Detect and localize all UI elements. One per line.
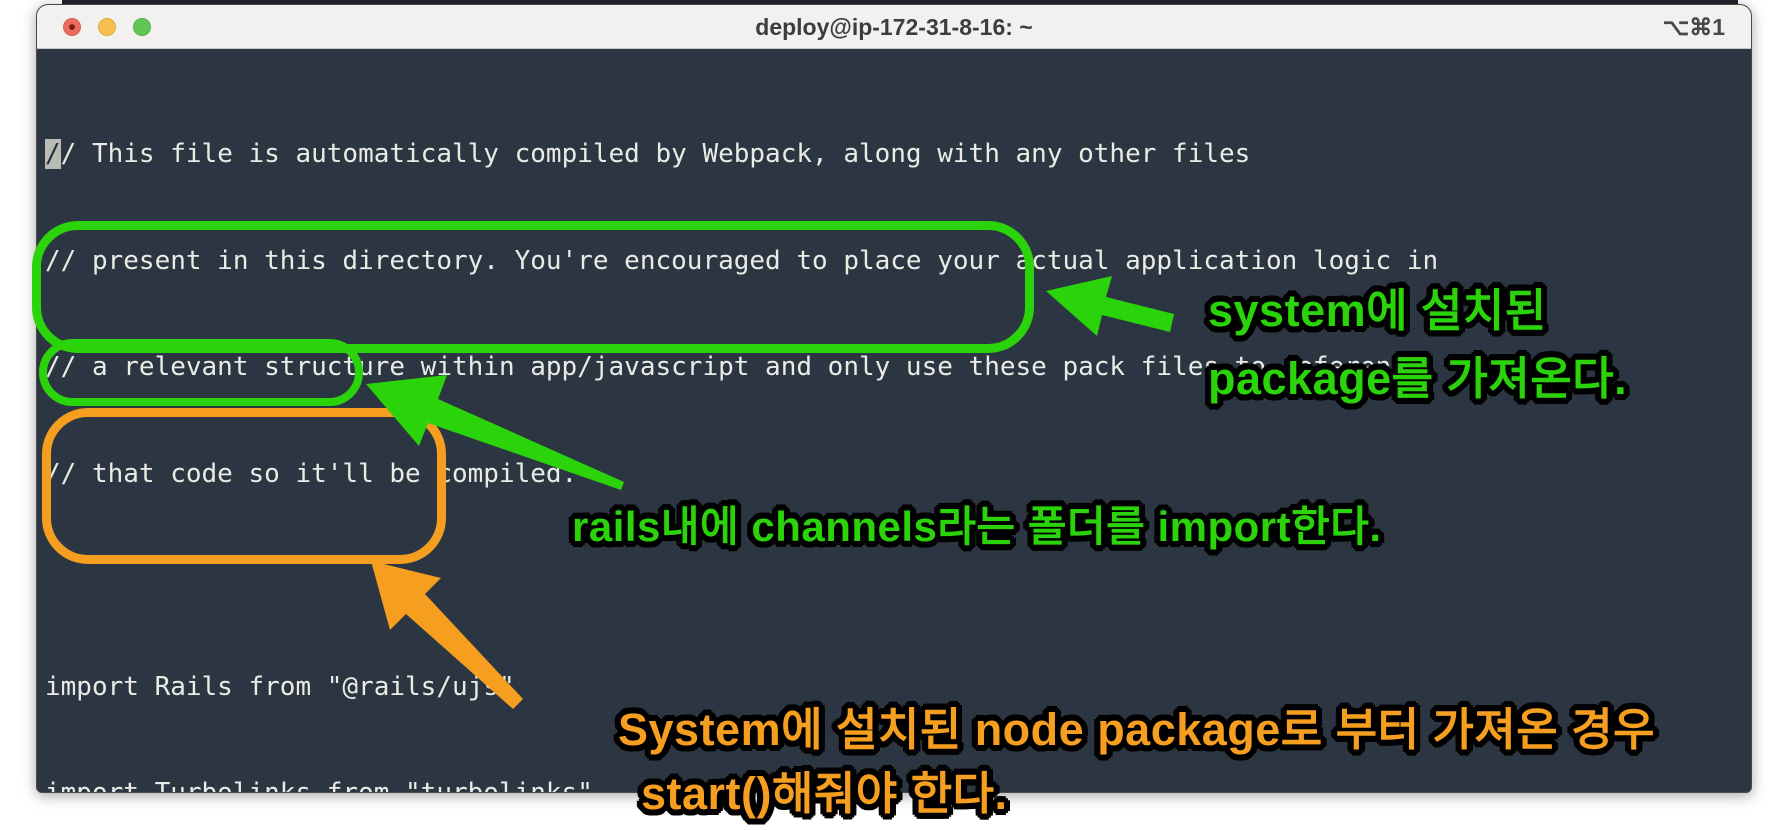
close-button[interactable] xyxy=(63,18,81,36)
code-line: // present in this directory. You're enc… xyxy=(45,245,1439,276)
annotation-note-start-line1: System에 설치된 node package로 부터 가져온 경우 xyxy=(618,704,1656,755)
window-titlebar[interactable]: deploy@ip-172-31-8-16: ~ ⌥⌘1 xyxy=(37,5,1751,49)
code-line: // that code so it'll be compiled. xyxy=(45,458,578,489)
minimize-button[interactable] xyxy=(98,18,116,36)
annotation-note-channels: rails내에 channels라는 폴더를 import한다. xyxy=(572,503,1382,550)
terminal-content-area[interactable]: // This file is automatically compiled b… xyxy=(37,49,1751,792)
annotation-note-system-line1: system에 설치된 xyxy=(1208,285,1547,336)
annotation-note-system-line2: package를 가져온다. xyxy=(1208,353,1628,404)
terminal-window: deploy@ip-172-31-8-16: ~ ⌥⌘1 // This fil… xyxy=(36,4,1752,793)
blank-line xyxy=(45,563,1751,599)
vim-buffer: // This file is automatically compiled b… xyxy=(37,49,1751,792)
window-top-edge xyxy=(62,0,1738,5)
code-line: import Turbolinks from "turbolinks" xyxy=(45,776,1751,792)
code-line: // This file is automatically compiled b… xyxy=(45,139,1251,169)
window-title: deploy@ip-172-31-8-16: ~ xyxy=(755,14,1033,40)
code-line: // a relevant structure within app/javas… xyxy=(45,352,1423,382)
traffic-lights xyxy=(63,18,151,36)
tab-shortcut-label: ⌥⌘1 xyxy=(1662,14,1725,40)
annotation-note-start-line2: start()해줘야 한다. xyxy=(641,768,1008,819)
zoom-button[interactable] xyxy=(133,18,151,36)
vim-block-cursor: / xyxy=(45,139,61,169)
modified-indicator-icon xyxy=(69,24,75,30)
